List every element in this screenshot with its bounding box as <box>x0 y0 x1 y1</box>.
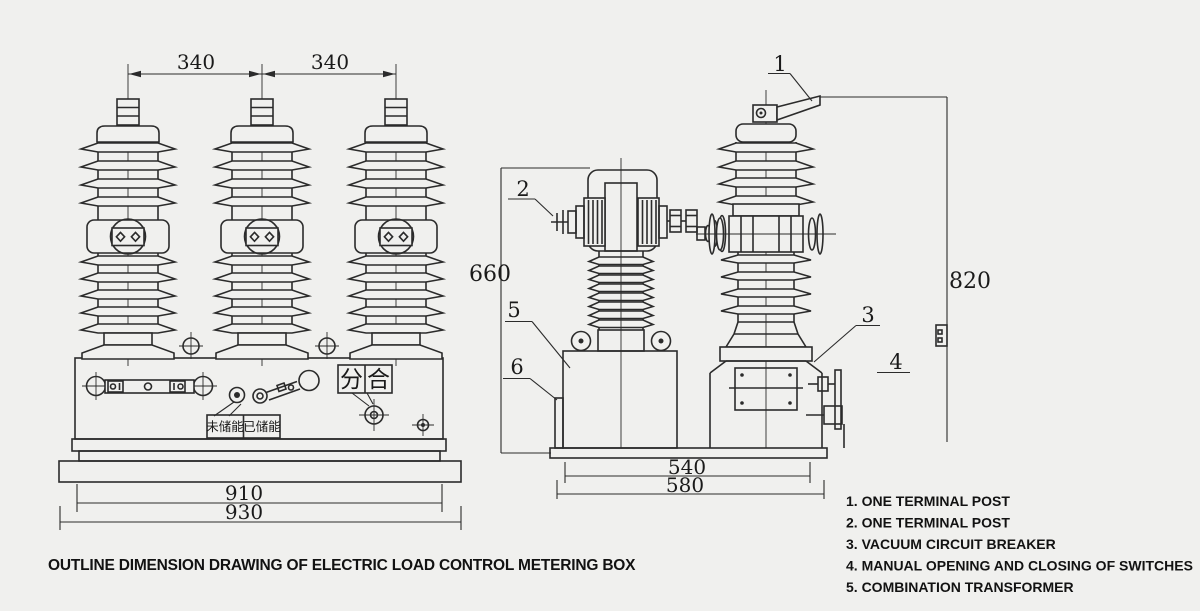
side-terminal-post <box>551 205 585 239</box>
svg-text:3: 3 <box>861 303 874 327</box>
svg-text:4: 4 <box>889 350 902 374</box>
side-view: 660 <box>469 52 991 499</box>
label-not-charged: 未储能 <box>206 419 244 434</box>
dim-340-right: 340 <box>311 50 349 74</box>
dimension-660-frame: 660 <box>469 167 590 454</box>
dim-930: 930 <box>225 500 263 524</box>
legend-item-5: 5. COMBINATION TRANSFORMER <box>846 579 1074 595</box>
dimension-340-group: 340 340 <box>128 50 396 78</box>
dim-540: 540 <box>668 455 706 479</box>
side-base-plate <box>549 447 828 459</box>
callout-4: 4 <box>877 350 910 374</box>
legend: 1. ONE TERMINAL POST 2. ONE TERMINAL POS… <box>846 493 1193 595</box>
svg-text:2: 2 <box>516 177 529 201</box>
dim-580: 580 <box>666 473 704 497</box>
callout-1: 1 <box>768 52 813 102</box>
legend-item-1: 1. ONE TERMINAL POST <box>846 493 1010 509</box>
manual-operating-handle <box>806 369 845 448</box>
callout-6: 6 <box>503 355 558 401</box>
svg-text:1: 1 <box>773 52 786 76</box>
bushing-front-b <box>215 64 309 366</box>
charge-status-label: 未储能 已储能 <box>206 414 281 439</box>
front-view: 340 340 <box>58 50 462 530</box>
breaker-pole-side <box>696 90 836 448</box>
callout-2: 2 <box>508 177 554 217</box>
dimension-540-580-group: 540 580 <box>556 455 825 499</box>
bushing-front-c <box>349 64 443 366</box>
callout-3: 3 <box>813 303 880 363</box>
dim-910: 910 <box>225 481 263 505</box>
label-charged: 已储能 <box>243 419 281 434</box>
panel-bolt <box>412 414 434 436</box>
dimension-820-group: 820 <box>820 96 991 442</box>
label-switch-open: 分 <box>340 367 363 393</box>
combination-transformer <box>551 158 727 449</box>
callout-5: 5 <box>505 298 571 369</box>
label-switch-close: 合 <box>367 367 390 393</box>
dim-660: 660 <box>469 262 511 287</box>
charging-cam-mechanism <box>213 369 320 417</box>
legend-item-2: 2. ONE TERMINAL POST <box>846 515 1010 531</box>
top-bolt-right <box>314 331 340 360</box>
svg-text:5: 5 <box>507 298 520 322</box>
transformer-bellows <box>588 251 654 330</box>
drawing-caption: OUTLINE DIMENSION DRAWING OF ELECTRIC LO… <box>48 557 636 574</box>
dimension-910-930-group: 910 930 <box>59 481 462 530</box>
manual-linkage <box>82 372 217 400</box>
dim-820: 820 <box>949 269 991 294</box>
dim-340-left: 340 <box>177 50 215 74</box>
bushing-front-a <box>81 64 175 366</box>
legend-item-4: 4. MANUAL OPENING AND CLOSING OF SWITCHE… <box>846 558 1193 574</box>
top-bolt-left <box>178 331 204 360</box>
legend-item-3: 3. VACUUM CIRCUIT BREAKER <box>846 536 1056 552</box>
nameplate <box>729 367 803 411</box>
open-close-indicator: 分 合 <box>337 364 393 431</box>
svg-text:6: 6 <box>510 355 523 379</box>
